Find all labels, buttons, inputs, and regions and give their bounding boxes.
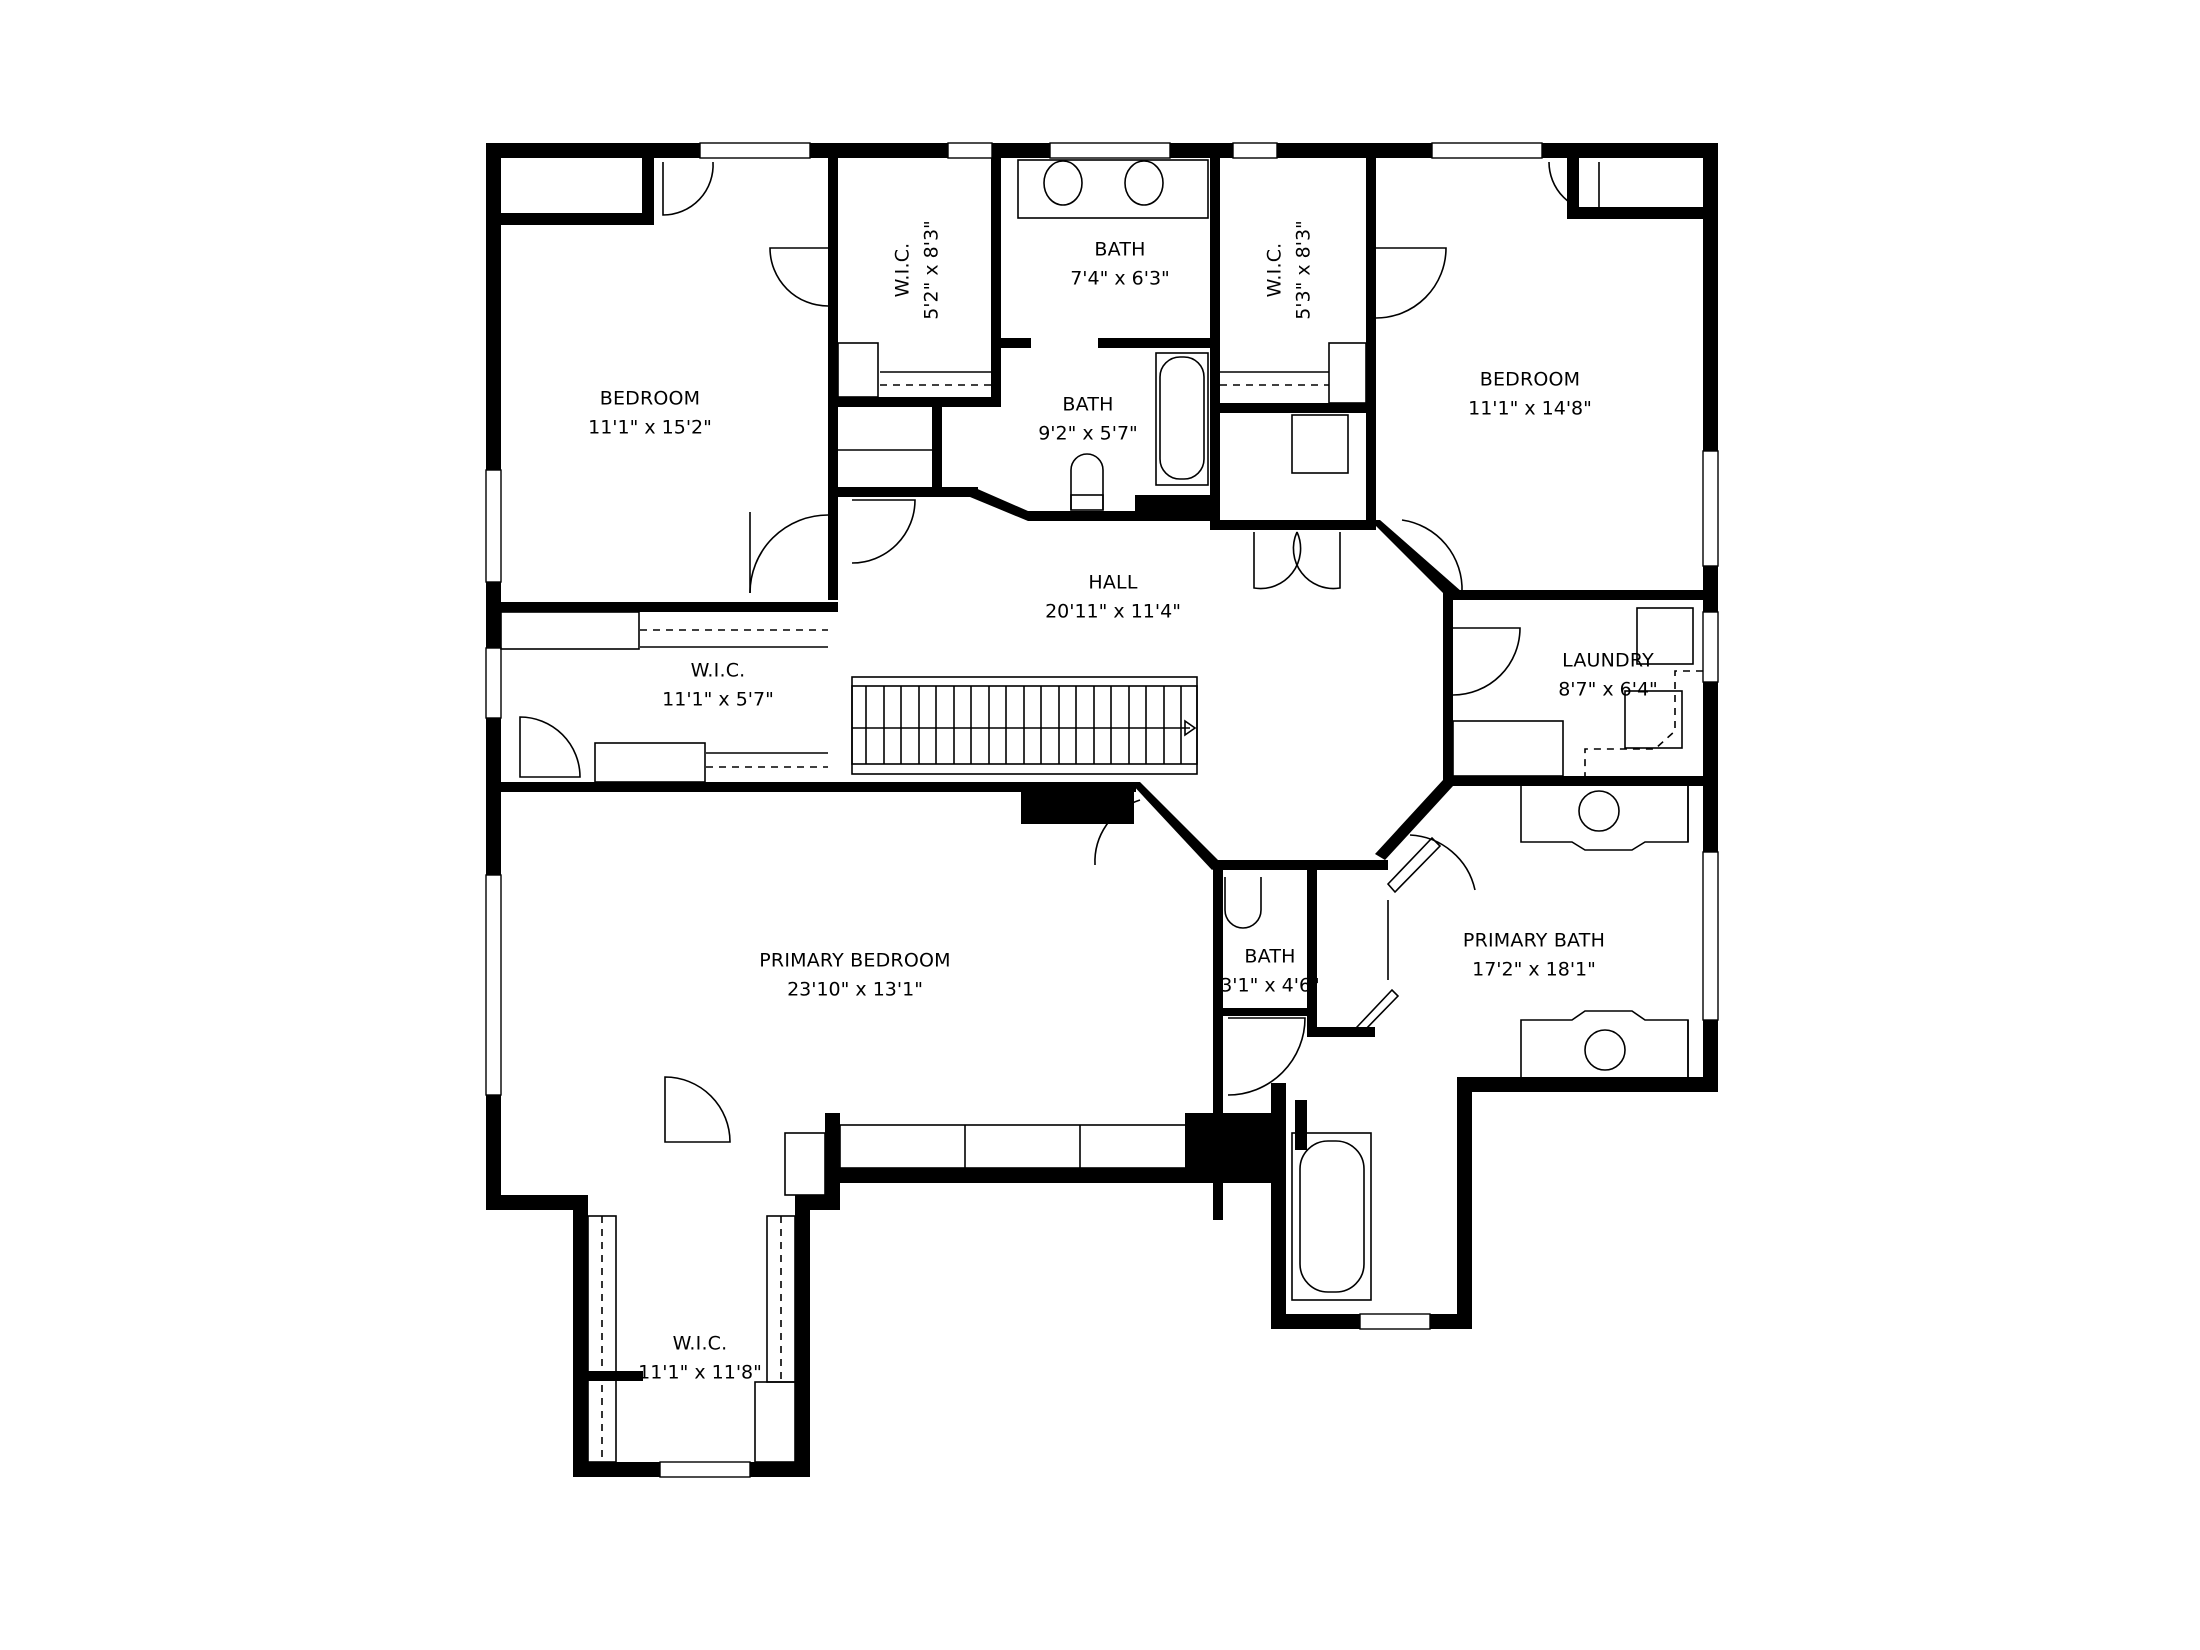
room-label-laundry: LAUNDRY 8'7" x 6'4" (1558, 647, 1658, 706)
room-name: W.I.C. (1263, 242, 1286, 298)
room-name: HALL (1088, 571, 1138, 594)
room-dimensions: 5'2" x 8'3" (921, 220, 943, 320)
windows (485, 142, 1719, 1478)
room-label-wic-west: W.I.C. 11'1" x 5'7" (662, 657, 774, 716)
room-name: W.I.C. (672, 1332, 728, 1355)
room-dimensions: 17'2" x 18'1" (1472, 959, 1596, 981)
room-dimensions: 5'3" x 8'3" (1293, 220, 1315, 320)
room-label-wic-north-2: W.I.C. 5'3" x 8'3" (1261, 220, 1320, 320)
room-name: PRIMARY BATH (1462, 929, 1606, 952)
room-name: BEDROOM (599, 387, 701, 410)
room-label-primary-bath: PRIMARY BATH 17'2" x 18'1" (1463, 927, 1605, 986)
room-label-primary-bedroom: PRIMARY BEDROOM 23'10" x 13'1" (759, 947, 950, 1006)
room-dimensions: 11'1" x 15'2" (588, 417, 712, 439)
room-dimensions: 11'1" x 14'8" (1468, 398, 1592, 420)
room-dimensions: 11'1" x 11'8" (638, 1362, 762, 1384)
room-name: BATH (1062, 393, 1114, 416)
room-name: PRIMARY BEDROOM (759, 949, 951, 972)
room-label-bath-mid: BATH 9'2" x 5'7" (1038, 391, 1138, 450)
room-label-wic-north-1: W.I.C. 5'2" x 8'3" (889, 220, 948, 320)
room-label-bedroom-nw: BEDROOM 11'1" x 15'2" (588, 385, 712, 444)
room-dimensions: 8'7" x 6'4" (1558, 679, 1658, 701)
room-dimensions: 20'11" x 11'4" (1045, 601, 1181, 623)
doors (519, 161, 1600, 1143)
room-name: W.I.C. (891, 242, 914, 298)
room-name: W.I.C. (690, 659, 746, 682)
interior-walls (486, 158, 1718, 1220)
room-name: BEDROOM (1479, 368, 1581, 391)
room-dimensions: 23'10" x 13'1" (787, 979, 923, 1001)
room-label-wic-south: W.I.C. 11'1" x 11'8" (638, 1330, 762, 1389)
fixtures (500, 159, 1703, 1463)
room-label-bedroom-ne: BEDROOM 11'1" x 14'8" (1468, 366, 1592, 425)
room-dimensions: 9'2" x 5'7" (1038, 423, 1138, 445)
room-label-hall: HALL 20'11" x 11'4" (1045, 569, 1181, 628)
room-name: BATH (1094, 238, 1146, 261)
room-name: LAUNDRY (1562, 649, 1654, 672)
room-dimensions: 3'1" x 4'6" (1220, 975, 1320, 997)
room-name: BATH (1244, 945, 1296, 968)
room-dimensions: 7'4" x 6'3" (1070, 268, 1170, 290)
room-label-bath-north: BATH 7'4" x 6'3" (1070, 236, 1170, 295)
room-label-bath-small: BATH 3'1" x 4'6" (1220, 943, 1320, 1002)
room-dimensions: 11'1" x 5'7" (662, 689, 774, 711)
stair-treads (852, 686, 1197, 764)
